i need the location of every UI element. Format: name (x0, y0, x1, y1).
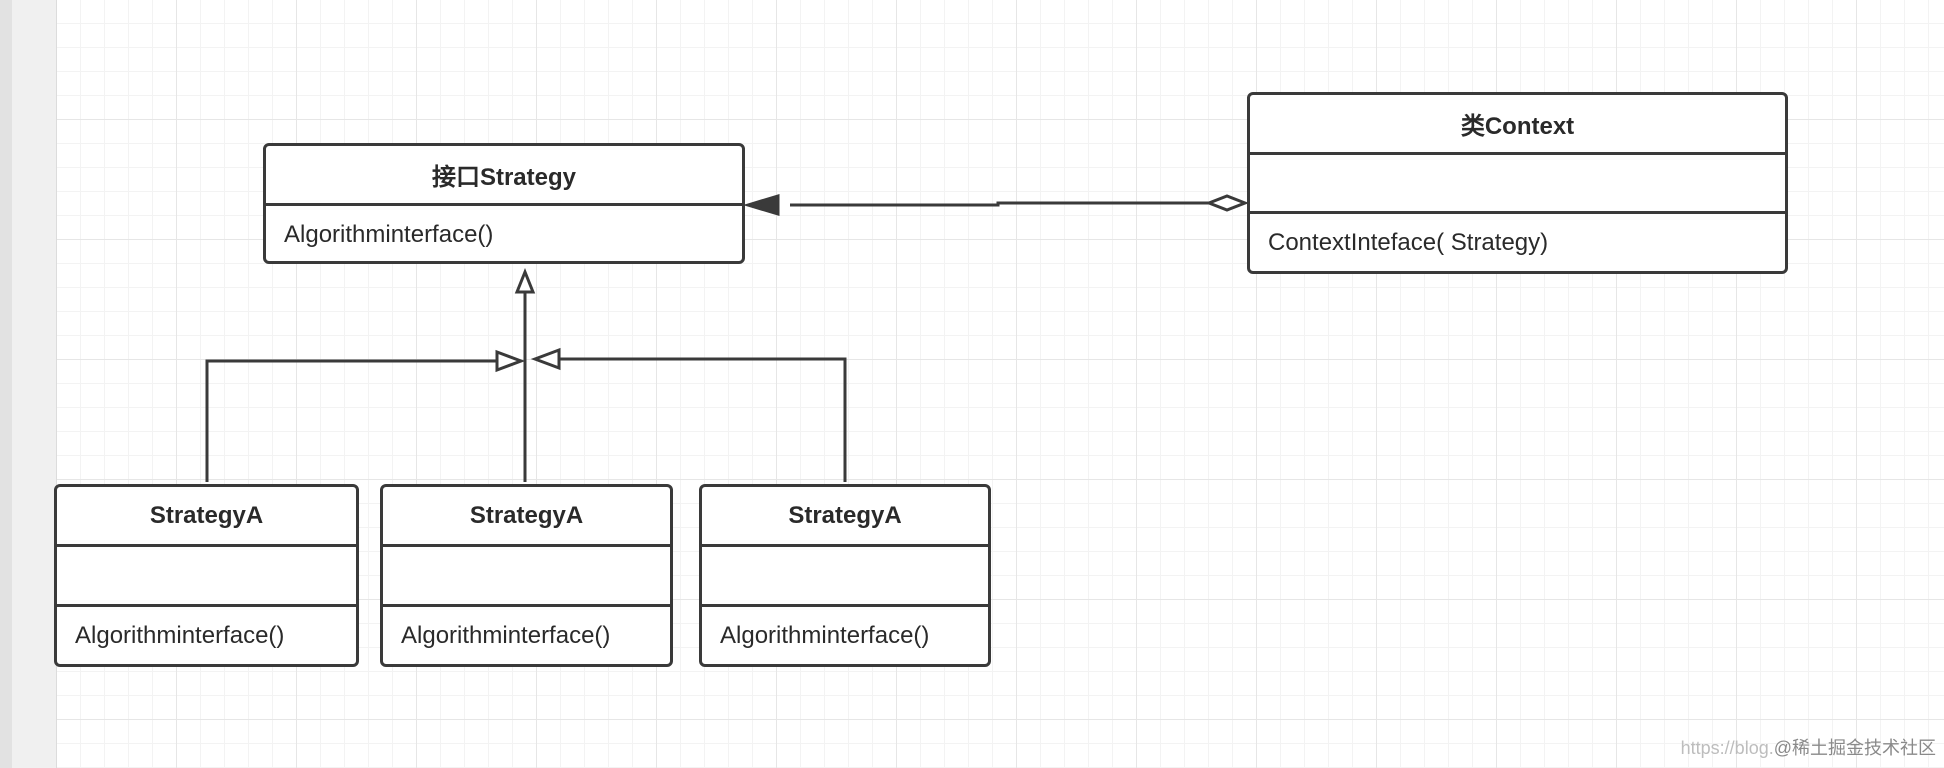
aggregation-diamond (1204, 194, 1250, 212)
watermark: https://blog.@稀土掘金技术社区 (1681, 734, 1936, 760)
method-label: Algorithminterface() (383, 604, 670, 664)
class-name: StrategyA (149, 501, 264, 529)
aggregation-connector[interactable] (790, 201, 1227, 207)
strategy-interface-box[interactable]: 接口Strategy Algorithminterface() (263, 143, 745, 264)
attributes-section (1250, 152, 1785, 211)
hollow-triangle-arrowhead (530, 347, 561, 371)
class-name: StrategyA (469, 501, 584, 529)
attributes-section (702, 544, 988, 604)
class-name: StrategyA (788, 501, 902, 529)
class-name: 接口Strategy (431, 164, 577, 191)
context-class-box[interactable]: 类Context ContextInteface( Strategy) (1247, 92, 1788, 274)
class-name: 类Context (1460, 113, 1575, 140)
realization-connector-left[interactable] (205, 359, 498, 482)
method-label: Algorithminterface() (266, 203, 742, 261)
filled-arrowhead (742, 193, 780, 217)
method-label: ContextInteface( Strategy) (1250, 211, 1785, 271)
concrete-strategy-box-1[interactable]: StrategyA Algorithminterface() (54, 484, 359, 667)
concrete-strategy-box-3[interactable]: StrategyA Algorithminterface() (699, 484, 991, 667)
concrete-strategy-box-2[interactable]: StrategyA Algorithminterface() (380, 484, 673, 667)
method-label: Algorithminterface() (702, 604, 988, 664)
hollow-triangle-arrowhead (495, 349, 526, 373)
attributes-section (383, 544, 670, 604)
watermark-brand: @稀土掘金技术社区 (1773, 738, 1936, 758)
gutter-strip (0, 0, 12, 768)
hollow-triangle-arrowhead (514, 267, 536, 294)
realization-connector-right[interactable] (558, 357, 847, 482)
left-gutter (0, 0, 57, 768)
method-label: Algorithminterface() (57, 604, 356, 664)
attributes-section (57, 544, 356, 604)
watermark-url: https://blog. (1680, 738, 1774, 758)
